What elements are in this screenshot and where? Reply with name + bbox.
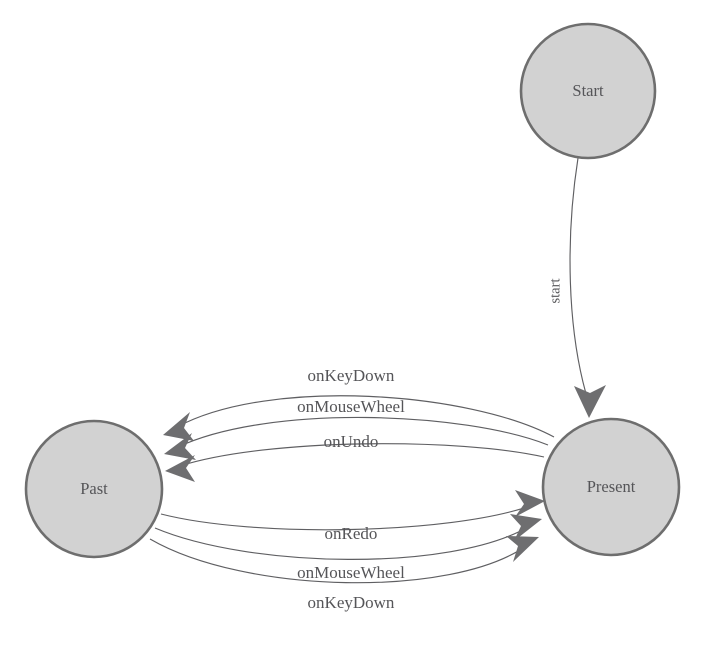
edge-label-past-present-onredo: onRedo [325,524,378,543]
arrowhead-present-past-2 [164,433,196,460]
node-present[interactable]: Present [541,417,681,557]
edge-past-to-present-onredo[interactable]: onRedo [160,490,545,543]
node-past-label: Past [80,479,108,498]
edge-present-to-past-onmousewheel[interactable]: onMouseWheel [164,397,549,460]
node-start[interactable]: Start [519,22,657,160]
edge-label-past-present-onkeydown: onKeyDown [308,593,395,612]
arrowhead-past-present-1 [515,490,545,517]
node-start-circle [519,22,657,160]
node-start-label: Start [572,81,604,100]
edge-path-present-past-2 [177,416,549,448]
node-present-circle [541,417,681,557]
arrowhead-present-past-1 [163,412,194,441]
arrowhead-start-present [574,385,606,418]
arrowhead-present-past-3 [165,455,195,482]
edge-label-present-past-onmousewheel: onMouseWheel [297,397,405,416]
edge-past-to-present-onmousewheel[interactable]: onMouseWheel [154,514,542,582]
edge-label-present-past-onkeydown: onKeyDown [308,366,395,385]
edge-label-past-present-onmousewheel: onMouseWheel [297,563,405,582]
edge-present-to-past-onkeydown[interactable]: onKeyDown [163,366,555,441]
edge-path-past-present-1 [160,505,531,531]
edge-path-start-present [569,157,590,405]
edge-present-to-past-onundo[interactable]: onUndo [165,432,545,482]
edge-path-present-past-1 [176,395,555,438]
node-present-label: Present [587,477,636,496]
edge-label-start: start [547,279,563,304]
arrowhead-past-present-3 [506,536,539,562]
arrowhead-past-present-2 [510,514,542,541]
node-past-circle [24,419,164,559]
node-past[interactable]: Past [24,419,164,559]
edge-path-past-present-3 [149,538,527,584]
edge-start-to-present[interactable]: start [547,157,606,418]
edge-path-present-past-3 [179,443,545,467]
edge-label-present-past-onundo: onUndo [324,432,379,451]
edge-path-past-present-2 [154,526,529,560]
edge-past-to-present-onkeydown[interactable]: onKeyDown [149,536,539,612]
